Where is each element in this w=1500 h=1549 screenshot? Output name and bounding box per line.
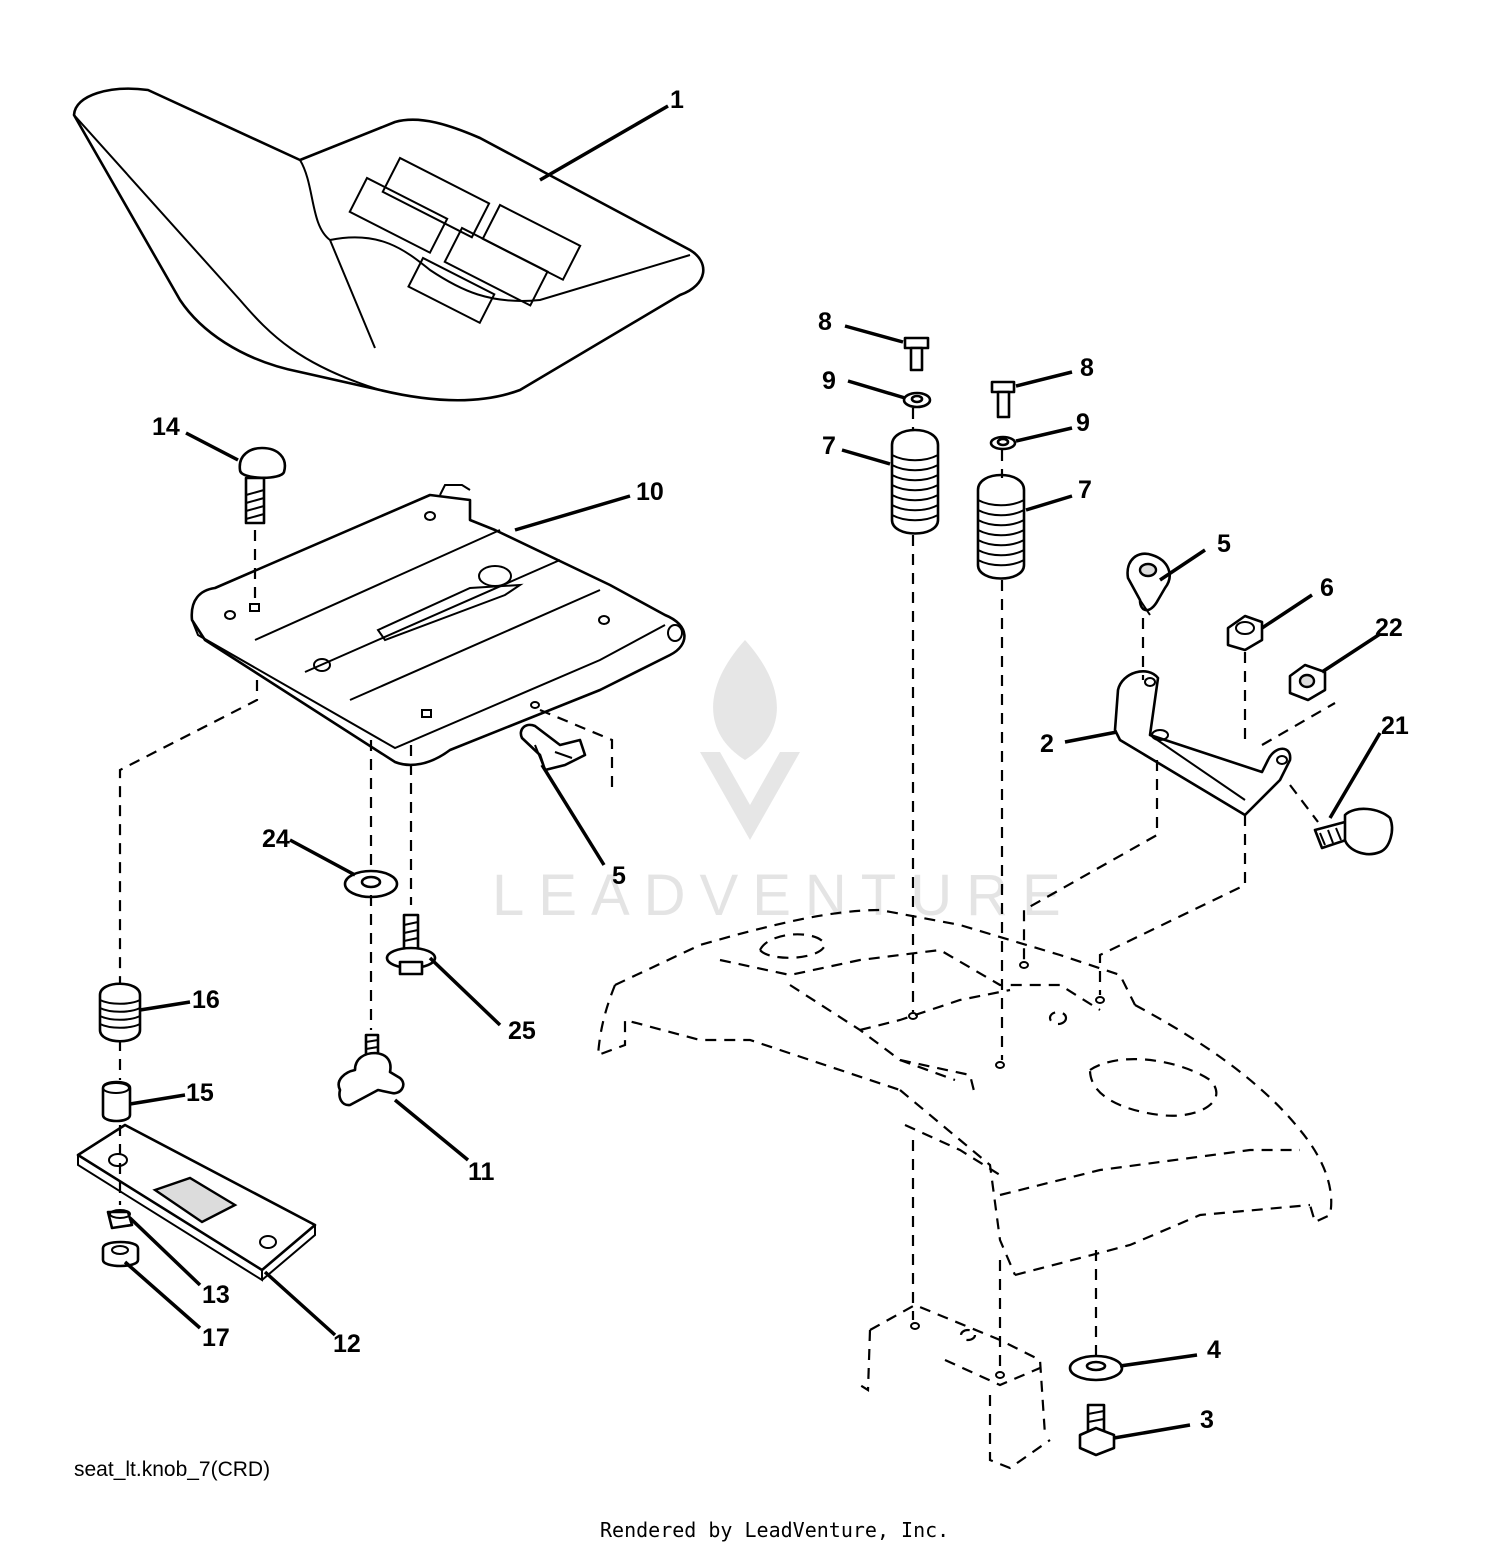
callout-25: 25 xyxy=(508,1017,536,1045)
callout-15: 15 xyxy=(186,1079,214,1107)
washer-4 xyxy=(1068,1354,1124,1382)
bracket-2 xyxy=(1113,670,1292,817)
flame-logo-icon xyxy=(713,640,777,760)
callout-9-left: 9 xyxy=(822,367,836,395)
callout-7-right: 7 xyxy=(1078,476,1092,504)
nut-17 xyxy=(101,1240,140,1268)
spacer xyxy=(101,1080,132,1123)
knob xyxy=(337,1033,405,1107)
clip-right xyxy=(1126,552,1171,616)
callout-24: 24 xyxy=(262,825,290,853)
chassis-outline xyxy=(596,908,1333,1470)
nut-13 xyxy=(106,1209,134,1230)
callout-1: 1 xyxy=(670,86,684,114)
callout-13: 13 xyxy=(202,1281,230,1309)
watermark-text: LEADVENTURE xyxy=(492,863,1075,928)
seat xyxy=(72,87,705,402)
callout-16: 16 xyxy=(192,986,220,1014)
seat-pan xyxy=(190,484,686,767)
callout-4: 4 xyxy=(1207,1336,1221,1364)
washer-9-right xyxy=(989,435,1017,451)
callout-8-left: 8 xyxy=(818,308,832,336)
nut-22 xyxy=(1288,663,1327,702)
spring-7-left xyxy=(890,428,940,535)
bolt-8-right xyxy=(990,380,1016,419)
spring-7-right xyxy=(976,473,1026,580)
callout-5-left: 5 xyxy=(612,862,626,890)
mounting-holes xyxy=(908,961,1105,1379)
bolt-21 xyxy=(1313,807,1394,856)
bolt-8-left xyxy=(903,336,930,372)
nut-6 xyxy=(1226,614,1264,652)
clip-left xyxy=(519,723,587,772)
callout-14: 14 xyxy=(152,413,180,441)
callout-3: 3 xyxy=(1200,1406,1214,1434)
callout-2: 2 xyxy=(1040,730,1054,758)
bracket-plate xyxy=(76,1123,317,1282)
washer-24 xyxy=(343,869,399,899)
callout-22: 22 xyxy=(1375,614,1403,642)
callouts: 1 2 3 4 5 5 6 7 7 8 8 9 9 10 11 12 13 14… xyxy=(152,86,1409,1434)
leader-lines xyxy=(123,104,1382,1440)
render-credit: Rendered by LeadVenture, Inc. xyxy=(600,1518,949,1542)
callout-17: 17 xyxy=(202,1324,230,1352)
spring-16 xyxy=(98,982,142,1043)
callout-8-right: 8 xyxy=(1080,354,1094,382)
callout-7-left: 7 xyxy=(822,432,836,460)
v-logo-icon xyxy=(700,752,800,840)
callout-11: 11 xyxy=(468,1158,495,1186)
shoulder-bolt xyxy=(385,913,437,976)
assembly-lines xyxy=(118,408,1336,1370)
diagram-caption: seat_lt.knob_7(CRD) xyxy=(74,1458,270,1481)
watermark: LEADVENTURE xyxy=(492,640,1075,928)
washer-9-left xyxy=(902,391,932,409)
callout-12: 12 xyxy=(333,1330,361,1358)
callout-21: 21 xyxy=(1381,712,1409,740)
carriage-bolt xyxy=(238,446,287,525)
callout-6: 6 xyxy=(1320,574,1334,602)
callout-10: 10 xyxy=(636,478,664,506)
callout-9-right: 9 xyxy=(1076,409,1090,437)
callout-5-right: 5 xyxy=(1217,530,1231,558)
bolt-3 xyxy=(1078,1403,1116,1457)
